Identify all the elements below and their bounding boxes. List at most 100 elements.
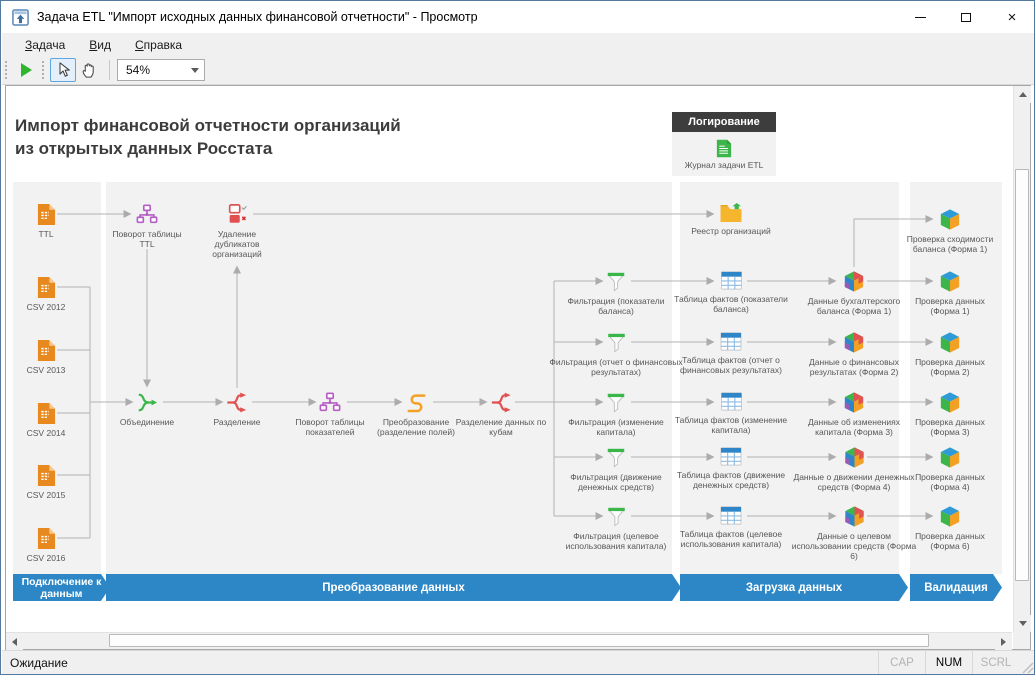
funnel-icon (605, 391, 627, 414)
node-split[interactable]: Разделение (202, 391, 272, 427)
node-check-balance-convergence[interactable]: Проверка сходимости баланса (Форма 1) (896, 208, 1004, 254)
maximize-button[interactable] (943, 1, 989, 33)
node-label: Проверка данных (Форма 6) (915, 531, 985, 551)
node-label: Данные бухгалтерского баланса (Форма 1) (807, 296, 901, 316)
resize-grip[interactable] (1019, 651, 1034, 674)
node-label: CSV 2014 (26, 428, 66, 438)
node-etl-journal[interactable]: Журнал задачи ETL (672, 132, 776, 176)
close-button[interactable]: × (989, 1, 1034, 33)
node-label: Фильтрация (изменение капитала) (568, 417, 664, 437)
logging-box: Логирование Журнал задачи ETL (672, 112, 776, 176)
zoom-dropdown-button[interactable] (186, 60, 204, 80)
validation-cube-icon (939, 208, 961, 231)
file-icon (37, 464, 56, 487)
node-source-csv-2015[interactable]: CSV 2015 (16, 464, 76, 500)
node-dedup-organizations[interactable]: Удаление дубликатов организаций (201, 203, 273, 259)
scroll-left-button[interactable] (6, 633, 23, 650)
node-fact-balance[interactable]: Таблица фактов (показатели баланса) (674, 270, 789, 314)
node-transform-split-fields[interactable]: Преобразование (разделение полей) (364, 391, 469, 437)
node-label: Журнал задачи ETL (684, 159, 764, 170)
node-source-csv-2016[interactable]: CSV 2016 (16, 527, 76, 563)
connector-layer (57, 210, 934, 539)
node-check-form3[interactable]: Проверка данных (Форма 3) (904, 391, 996, 437)
node-check-form4[interactable]: Проверка данных (Форма 4) (904, 446, 996, 492)
node-pivot-indicators[interactable]: Поворот таблицы показателей (285, 391, 375, 437)
diagram-title-line2: из открытых данных Росстата (15, 139, 273, 158)
transform-icon (405, 391, 427, 414)
node-cube-capital-change[interactable]: Данные об изменениях капитала (Форма 3) (795, 391, 913, 437)
diagram-canvas[interactable]: Импорт финансовой отчетности организаций… (6, 86, 1012, 632)
toolbar-grip (42, 61, 45, 79)
node-label: CSV 2016 (26, 553, 66, 563)
node-label: Фильтрация (отчет о финансовых результат… (549, 357, 683, 377)
node-source-csv-2014[interactable]: CSV 2014 (16, 402, 76, 438)
scroll-down-button[interactable] (1014, 615, 1031, 632)
arrow-left-icon (12, 637, 17, 646)
node-fact-target-capital[interactable]: Таблица фактов (целевое использования ка… (666, 505, 796, 549)
node-fact-capital-change[interactable]: Таблица фактов (изменение капитала) (674, 391, 789, 435)
node-label: Таблица фактов (движение денежных средст… (676, 470, 786, 490)
vertical-scrollbar[interactable] (1013, 86, 1031, 632)
node-label: Фильтрация (целевое использования капита… (565, 531, 667, 551)
horizontal-scrollbar-thumb[interactable] (109, 634, 929, 647)
node-cube-target-funds[interactable]: Данные о целевом использовании средств (… (792, 505, 917, 561)
validation-cube-icon (939, 505, 961, 528)
zoom-combobox[interactable]: 54% (117, 59, 205, 81)
menu-item-help[interactable]: Справка (135, 37, 183, 52)
scrollbar-corner (1013, 632, 1030, 649)
menu-item-task[interactable]: Задача (25, 37, 66, 52)
node-split-by-cubes[interactable]: Разделение данных по кубам (454, 391, 549, 437)
window-title: Задача ETL "Импорт исходных данных финан… (37, 10, 478, 24)
file-icon (37, 339, 56, 362)
node-fact-cash-flow[interactable]: Таблица фактов (движение денежных средст… (666, 446, 796, 490)
panel-validate (910, 182, 1002, 574)
run-button[interactable] (13, 58, 39, 82)
node-source-csv-2013[interactable]: CSV 2013 (16, 339, 76, 375)
olap-cube-icon (843, 331, 865, 354)
node-label: Преобразование (разделение полей) (377, 417, 455, 437)
node-filter-cash-flow[interactable]: Фильтрация (движение денежных средств) (556, 446, 676, 492)
node-cube-fin-results[interactable]: Данные о финансовых результатах (Форма 2… (795, 331, 913, 377)
node-check-form2[interactable]: Проверка данных (Форма 2) (904, 331, 996, 377)
split-icon (490, 391, 512, 414)
node-label: Проверка данных (Форма 1) (915, 296, 985, 316)
node-pivot-ttl[interactable]: Поворот таблицы TTL (107, 203, 187, 249)
vertical-scrollbar-thumb[interactable] (1015, 169, 1029, 581)
node-label: Реестр организаций (691, 226, 771, 236)
olap-cube-icon (843, 270, 865, 293)
select-tool-button[interactable] (50, 58, 76, 82)
menu-item-view[interactable]: Вид (89, 37, 111, 52)
node-source-csv-2012[interactable]: CSV 2012 (16, 276, 76, 312)
node-label: Фильтрация (движение денежных средств) (570, 472, 662, 492)
titlebar: Задача ETL "Импорт исходных данных финан… (2, 1, 1034, 33)
node-label: Проверка сходимости баланса (Форма 1) (906, 234, 994, 254)
node-label: CSV 2013 (26, 365, 66, 375)
node-registry[interactable]: Реестр организаций (676, 202, 786, 236)
node-source-ttl[interactable]: TTL (16, 203, 76, 239)
split-icon (226, 391, 248, 414)
node-filter-fin-results[interactable]: Фильтрация (отчет о финансовых результат… (549, 331, 684, 377)
scroll-right-button[interactable] (995, 633, 1012, 650)
stage-label: Подключение к данным (21, 575, 102, 600)
node-cube-cash-flow[interactable]: Данные о движении денежных средств (Форм… (787, 446, 922, 492)
node-check-form1[interactable]: Проверка данных (Форма 1) (904, 270, 996, 316)
node-merge[interactable]: Объединение (107, 391, 187, 427)
horizontal-scrollbar[interactable] (6, 632, 1012, 650)
node-label: Удаление дубликатов организаций (212, 229, 262, 259)
node-filter-capital-change[interactable]: Фильтрация (изменение капитала) (556, 391, 676, 437)
node-filter-target-capital[interactable]: Фильтрация (целевое использования капита… (549, 505, 684, 551)
minimize-button[interactable] (897, 1, 943, 33)
pan-tool-button[interactable] (76, 58, 102, 82)
hand-icon (80, 61, 98, 79)
pivot-icon (136, 203, 158, 226)
node-check-form6[interactable]: Проверка данных (Форма 6) (904, 505, 996, 551)
node-cube-balance[interactable]: Данные бухгалтерского баланса (Форма 1) (795, 270, 913, 316)
close-icon: × (1007, 8, 1017, 26)
toolbar-separator (109, 60, 110, 80)
scroll-up-button[interactable] (1014, 86, 1031, 103)
node-filter-balance[interactable]: Фильтрация (показатели баланса) (556, 270, 676, 316)
stage-label: Загрузка данных (745, 581, 843, 594)
node-fact-fin-results[interactable]: Таблица фактов (отчет о финансовых резул… (666, 331, 796, 375)
panel-connect (13, 182, 101, 574)
